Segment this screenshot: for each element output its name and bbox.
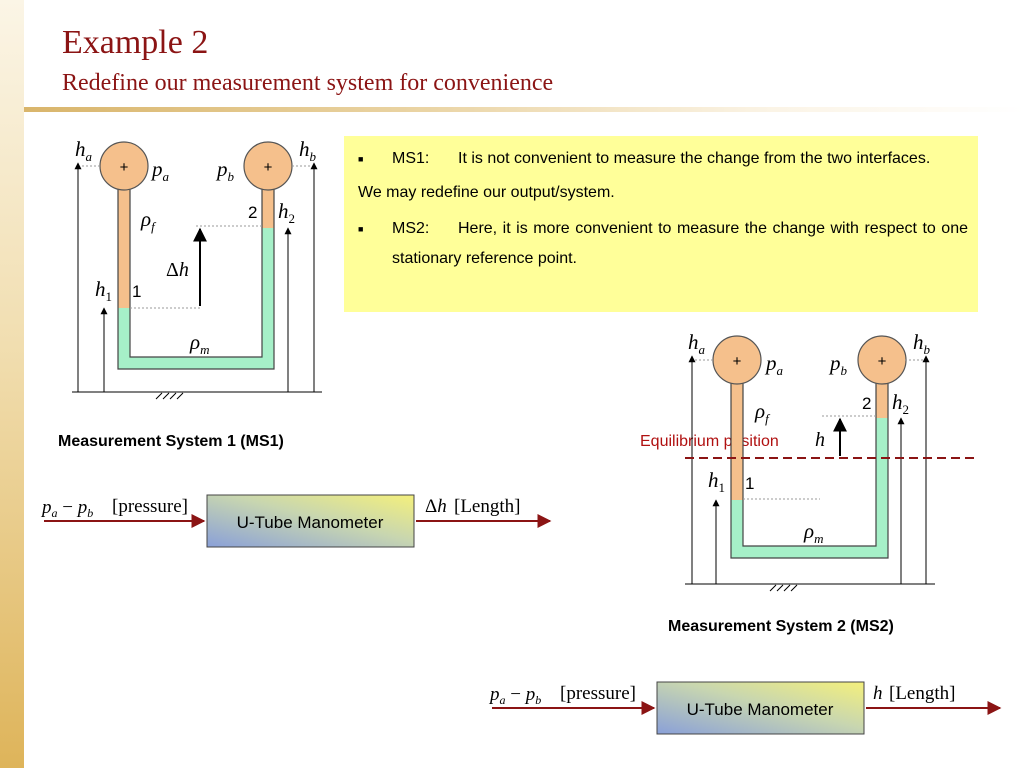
ms1-label-rhom: ρm xyxy=(189,330,209,357)
slide-title: Example 2 xyxy=(62,24,209,61)
ms1-label-delta-h: Δh xyxy=(166,259,189,281)
ms2-label-rhof: ρf xyxy=(754,399,771,426)
ms1-label-ha: ha xyxy=(75,137,93,164)
ms1-label-h2: h2 xyxy=(278,199,295,226)
ms1-input-math: pa − pb xyxy=(40,497,93,520)
ms2-output-math: h xyxy=(873,683,883,704)
ms2-block-diagram: U-Tube Manometer pa − pb [pressure] h [L… xyxy=(488,681,1002,735)
note-redefine: We may redefine our output/system. xyxy=(358,184,615,201)
ms1-manometer-block xyxy=(206,494,415,548)
ms2-label-pa: pa xyxy=(764,351,784,378)
ms1-label-hb: hb xyxy=(299,137,317,164)
ms1-label-2: 2 xyxy=(248,203,257,222)
note-ms1-text: It is not convenient to measure the chan… xyxy=(458,150,931,167)
ms2-label-h1: h1 xyxy=(708,468,725,495)
ms1-label-h1: h1 xyxy=(95,277,112,304)
ms1-label-pb: pb xyxy=(215,157,235,184)
ms2-plus-b: + xyxy=(878,353,887,370)
title-rule xyxy=(24,107,1024,112)
ms2-label-rhom: ρm xyxy=(803,519,823,546)
ms1-ground-icon xyxy=(155,392,184,400)
ms1-right-fluid-f xyxy=(262,185,274,228)
ms2-label-2: 2 xyxy=(862,394,871,413)
ms2-input-math: pa − pb xyxy=(488,684,541,707)
ms2-label-ha: ha xyxy=(688,330,706,357)
ms2-output-label: [Length] xyxy=(889,683,955,704)
note-ms1-lead: MS1: xyxy=(392,150,430,167)
ms1-label-1: 1 xyxy=(132,282,141,301)
ms2-left-fluid-f xyxy=(731,380,743,500)
ms1-plus-a: + xyxy=(120,159,129,176)
note-ms2: ■ MS2:Here, it is more convenient to mea… xyxy=(358,214,968,274)
ms2-label-1: 1 xyxy=(745,474,754,493)
left-accent-bar xyxy=(0,0,24,768)
ms2-label-pb: pb xyxy=(828,351,848,378)
ms2-block-label: U-Tube Manometer xyxy=(687,700,834,719)
ms1-output-label: [Length] xyxy=(454,496,520,517)
ms1-plus-b: + xyxy=(264,159,273,176)
ms2-caption: Measurement System 2 (MS2) xyxy=(668,618,894,635)
ms2-right-fluid-f xyxy=(876,380,888,418)
bullet-icon: ■ xyxy=(358,154,364,164)
ms1-block-diagram: U-Tube Manometer pa − pb [pressure] Δh [… xyxy=(40,494,552,548)
ms1-input-label: [pressure] xyxy=(112,496,188,517)
notes-box: ■ MS1: It is not convenient to measure th… xyxy=(344,136,978,312)
note-ms2-text: Here, it is more convenient to measure t… xyxy=(392,220,968,267)
ms2-input-label: [pressure] xyxy=(560,683,636,704)
ms2-manometer: + + ha pa pb hb ρf h2 2 h h1 1 ρm xyxy=(685,330,975,592)
ms1-label-rhof: ρf xyxy=(140,207,157,234)
ms1-left-fluid-f xyxy=(118,185,130,308)
ms1-manometer: + + ha pa pb hb ρf h2 2 Δh h1 1 ρm xyxy=(72,137,322,400)
ms2-ground-icon xyxy=(769,584,798,592)
ms1-block-label: U-Tube Manometer xyxy=(237,513,384,532)
slide-subtitle: Redefine our measurement system for conv… xyxy=(62,70,554,96)
bullet-icon: ■ xyxy=(358,224,364,234)
ms2-plus-a: + xyxy=(733,353,742,370)
note-ms2-lead: MS2: xyxy=(392,220,430,237)
equilibrium-label: Equilibrium position xyxy=(640,433,779,450)
ms2-label-h: h xyxy=(815,429,825,451)
ms2-label-hb: hb xyxy=(913,330,931,357)
ms1-output-math: Δh xyxy=(425,496,447,517)
ms1-caption: Measurement System 1 (MS1) xyxy=(58,433,284,450)
ms2-label-h2: h2 xyxy=(892,390,909,417)
ms2-manometer-block xyxy=(656,681,865,735)
note-ms1: ■ MS1: It is not convenient to measure th… xyxy=(358,144,968,174)
ms1-label-pa: pa xyxy=(150,157,170,184)
